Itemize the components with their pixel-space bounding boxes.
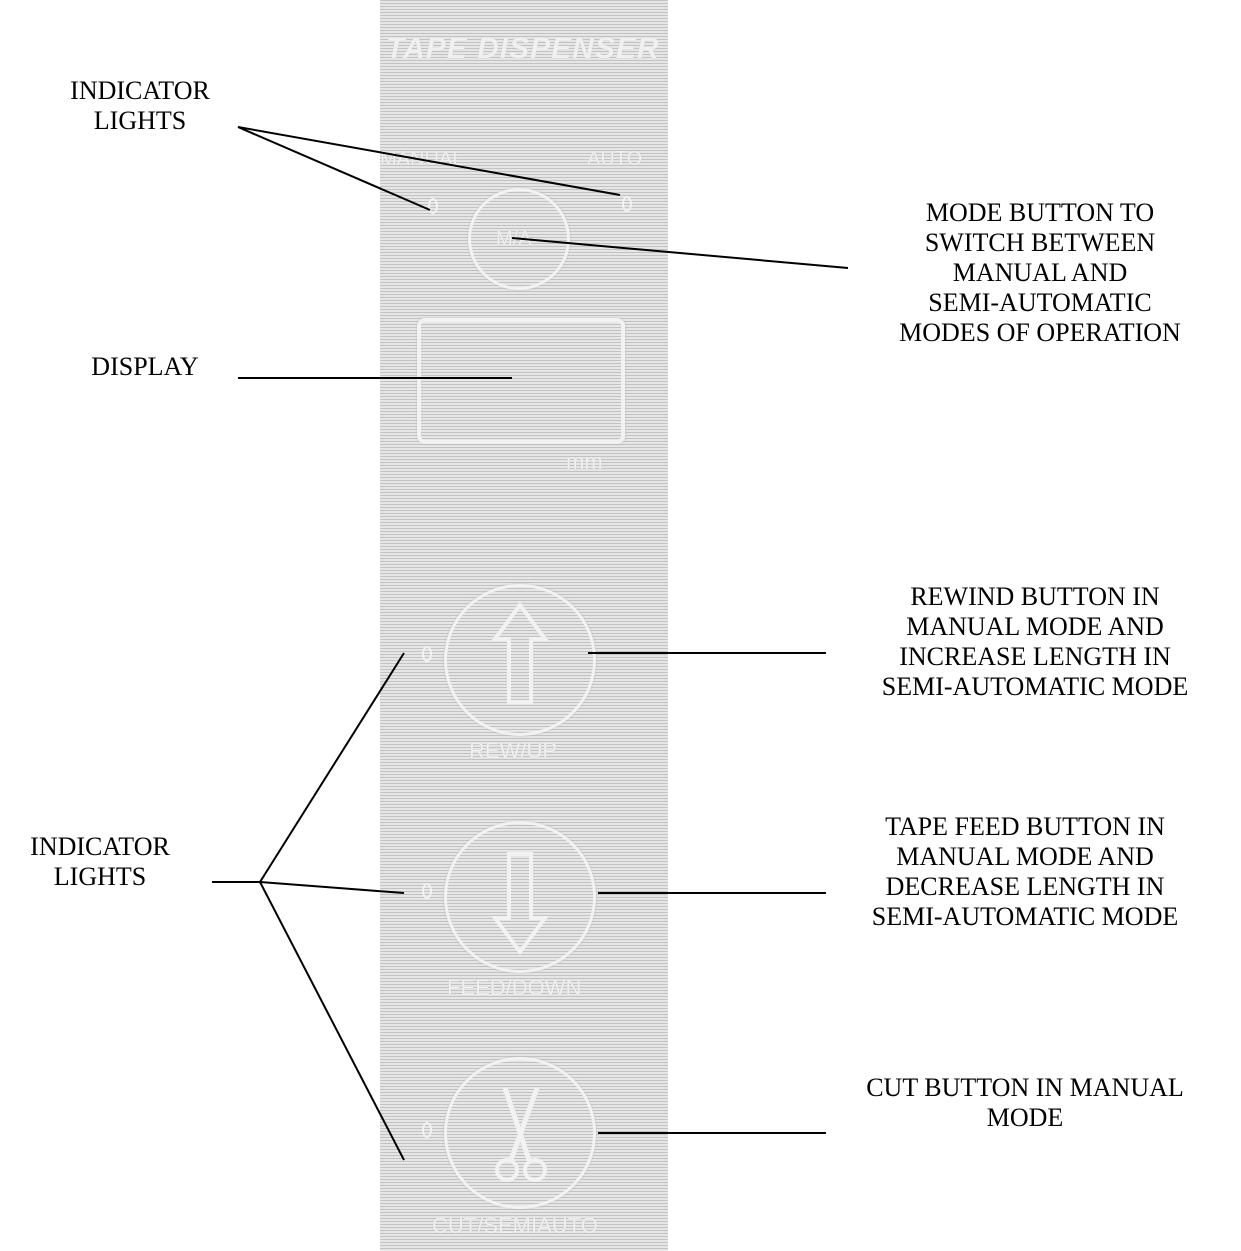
- rewind-button-label: REW/UP: [469, 738, 557, 763]
- cut-button: [444, 1057, 596, 1209]
- scissors-icon: [495, 1087, 547, 1182]
- feed-button: [444, 821, 596, 973]
- arrow-down-icon: [491, 852, 549, 956]
- manual-indicator-light: [428, 198, 438, 214]
- leader-line: [259, 652, 405, 883]
- indicator-lights-top-label: INDICATOR LIGHTS: [70, 76, 210, 135]
- leader-line: [237, 126, 621, 196]
- mode-button: [468, 188, 570, 290]
- rewind-button-callout: REWIND BUTTON IN MANUAL MODE AND INCREAS…: [881, 582, 1189, 701]
- mode-button-callout: MODE BUTTON TO SWITCH BETWEEN MANUAL AND…: [899, 198, 1181, 347]
- auto-mode-label: AUTO: [587, 148, 643, 170]
- arrow-up-icon: [491, 601, 549, 704]
- feed-indicator-light: [422, 883, 432, 899]
- display-label: DISPLAY: [91, 352, 199, 381]
- rewind-button: [444, 584, 596, 736]
- unit-label: mm: [566, 449, 603, 474]
- cut-button-callout: CUT BUTTON IN MANUAL MODE: [866, 1073, 1184, 1132]
- rew-indicator-light: [422, 646, 432, 662]
- feed-button-label: FEED/DOWN: [447, 975, 582, 1000]
- leader-line: [511, 237, 849, 269]
- brand-title: TAPE DISPENSER: [386, 32, 660, 65]
- leader-line: [259, 881, 405, 894]
- auto-indicator-light: [622, 196, 632, 212]
- leader-line: [237, 126, 431, 211]
- cut-button-label: CUT/SEMIAUTO: [432, 1213, 598, 1238]
- feed-button-callout: TAPE FEED BUTTON IN MANUAL MODE AND DECR…: [871, 812, 1179, 931]
- cut-indicator-light: [422, 1122, 432, 1138]
- indicator-lights-bottom-label: INDICATOR LIGHTS: [30, 832, 170, 891]
- leader-line: [259, 881, 405, 1161]
- display-screen: [417, 318, 625, 444]
